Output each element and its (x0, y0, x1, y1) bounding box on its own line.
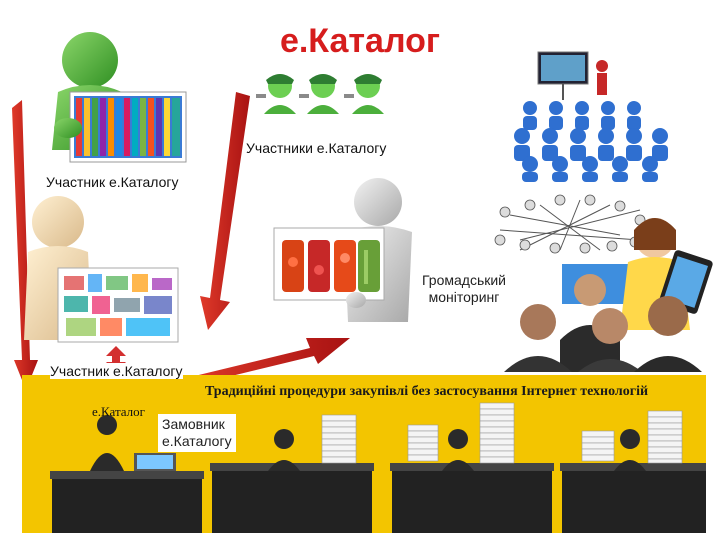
label-customer: Замовник е.Каталогу (158, 414, 236, 452)
traditional-procurement-title: Традиційні процедури закупівлі без засто… (205, 384, 649, 399)
red-arrow-center (200, 92, 250, 330)
green-workers-group (256, 74, 384, 114)
red-arrow-left (12, 100, 38, 390)
grey-figure-food (273, 178, 412, 322)
label-participant-left: Участник е.Каталогу (46, 174, 179, 190)
traditional-procurement-panel (22, 375, 706, 533)
beige-figure-medicines (24, 196, 179, 343)
blue-audience-presentation (514, 51, 668, 182)
label-customer-line2: е.Каталогу (162, 433, 232, 449)
network-figures (494, 194, 646, 254)
green-figure-supplies (52, 32, 187, 163)
label-participants-top: Участники е.Каталогу (246, 140, 387, 156)
label-customer-line1: Замовник (162, 416, 225, 432)
monitoring-group (562, 218, 713, 330)
label-public-monitoring-line1: Громадський (422, 272, 507, 288)
label-public-monitoring-line2: моніторинг (428, 289, 500, 305)
business-crowd (504, 274, 702, 372)
label-participant-bottom: Участник е.Каталогу (50, 363, 183, 379)
page-title: е.Каталог (279, 22, 441, 60)
label-public-monitoring: Громадський моніторинг (418, 270, 511, 308)
traditional-procurement-illustration (50, 402, 706, 533)
ecatalog-sign: е.Каталог (92, 404, 145, 419)
